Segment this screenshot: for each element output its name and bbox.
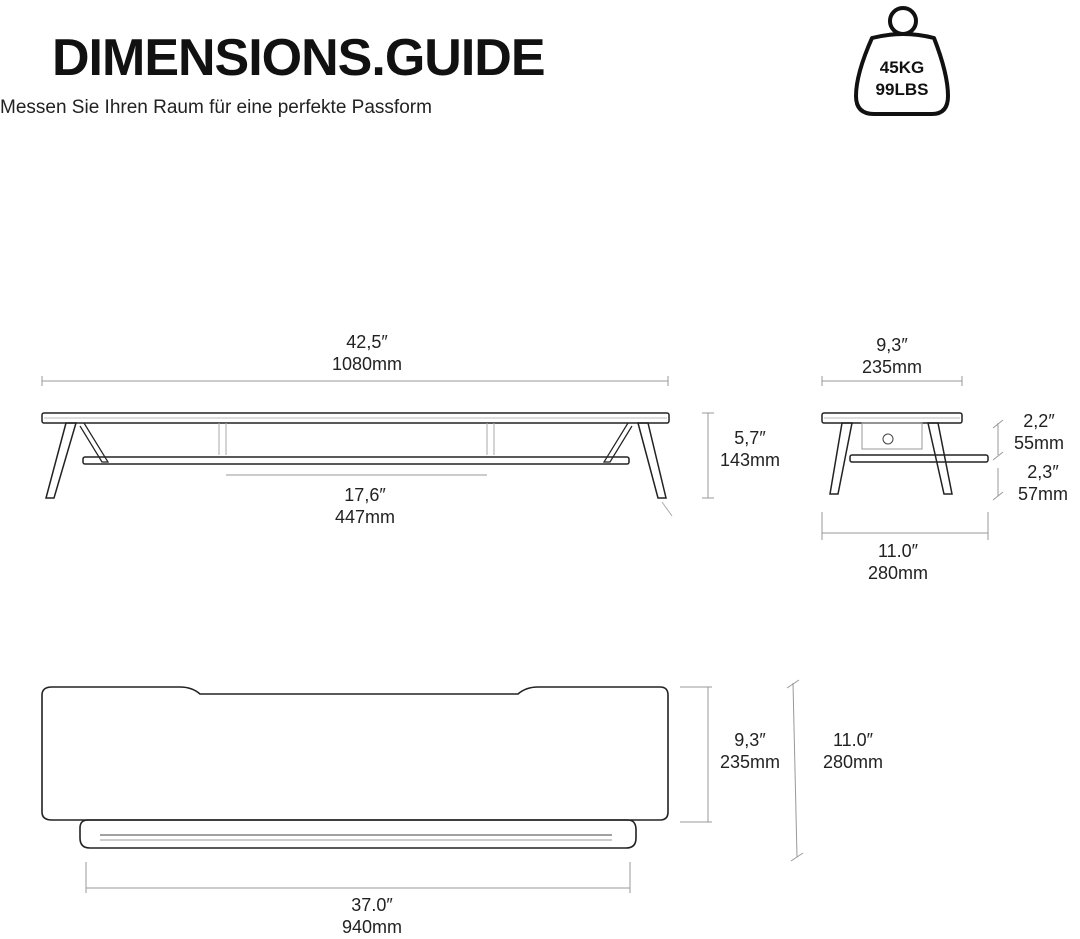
top-total-depth-inch: 11.0″ — [832, 730, 874, 750]
front-leg-span-mm: 447mm — [334, 507, 396, 527]
side-view — [821, 376, 1004, 540]
side-top-depth-mm: 235mm — [861, 357, 923, 377]
front-width-label: 42,5″ 1080mm — [317, 331, 417, 375]
front-leg-span-inch: 17,6″ — [344, 485, 386, 505]
side-top-depth-inch: 9,3″ — [876, 335, 908, 355]
top-total-depth-mm: 280mm — [822, 752, 884, 772]
top-depth-mm: 235mm — [719, 752, 781, 772]
front-height-mm: 143mm — [719, 450, 781, 470]
top-depth-inch: 9,3″ — [734, 730, 766, 750]
front-view — [41, 376, 714, 517]
side-upper-inch: 2,2″ — [1023, 411, 1055, 431]
side-total-depth-label: 11.0″ 280mm — [848, 540, 948, 584]
top-shelf-width-inch: 37.0″ — [351, 895, 393, 915]
weight-icon — [854, 6, 950, 116]
weight-badge: 45KG 99LBS — [852, 4, 952, 118]
top-view — [41, 679, 804, 893]
front-width-mm: 1080mm — [331, 354, 403, 374]
side-lower-mm: 57mm — [1017, 484, 1068, 504]
side-upper-label: 2,2″ 55mm — [1004, 410, 1074, 454]
side-lower-label: 2,3″ 57mm — [1008, 461, 1078, 505]
weight-kg: 45KG — [879, 58, 925, 77]
top-shelf-width-label: 37.0″ 940mm — [322, 894, 422, 938]
top-shelf-width-mm: 940mm — [341, 917, 403, 937]
side-total-depth-inch: 11.0″ — [877, 541, 919, 561]
front-height-inch: 5,7″ — [734, 428, 766, 448]
top-depth-label: 9,3″ 235mm — [705, 729, 795, 773]
front-leg-span-label: 17,6″ 447mm — [315, 484, 415, 528]
weight-lbs: 99LBS — [875, 80, 929, 99]
page-title: DIMENSIONS.GUIDE — [52, 29, 545, 87]
front-width-inch: 42,5″ — [346, 332, 388, 352]
side-total-depth-mm: 280mm — [867, 563, 929, 583]
side-top-depth-label: 9,3″ 235mm — [842, 334, 942, 378]
side-lower-inch: 2,3″ — [1027, 462, 1059, 482]
side-upper-mm: 55mm — [1013, 433, 1064, 453]
top-total-depth-label: 11.0″ 280mm — [808, 729, 898, 773]
front-height-label: 5,7″ 143mm — [705, 427, 795, 471]
page-subtitle: Messen Sie Ihren Raum für eine perfekte … — [0, 97, 432, 118]
